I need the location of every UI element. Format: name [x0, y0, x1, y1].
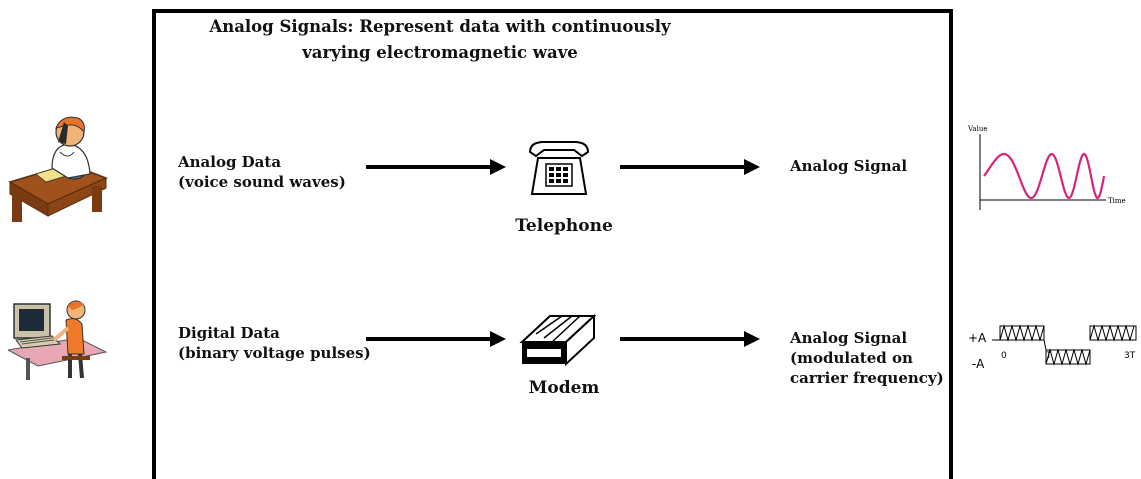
- title-line-2: varying electromagnetic wave: [302, 43, 578, 62]
- neg-amplitude-label: -A: [972, 357, 985, 371]
- person-on-phone-icon: [8, 116, 108, 222]
- digital-data-line2: (binary voltage pulses): [178, 344, 371, 362]
- person-at-computer-icon: [8, 300, 108, 380]
- analog-data-line2: (voice sound waves): [178, 173, 346, 191]
- modulated-wave-plot: +A -A 0 T 3T: [968, 324, 1137, 371]
- modulated-signal-line1: Analog Signal: [790, 329, 908, 347]
- analog-wave-line: [983, 152, 1106, 200]
- wave-y-label: Value: [967, 125, 987, 133]
- analog-signal-label-1: Analog Signal: [790, 156, 907, 176]
- modulated-signal-line2: (modulated on: [790, 349, 913, 367]
- diagram-title: Analog Signals: Represent data with cont…: [160, 14, 720, 66]
- title-line-1: Analog Signals: Represent data with cont…: [209, 17, 671, 36]
- pos-amplitude-label: +A: [968, 331, 987, 345]
- modem-icon: [519, 313, 597, 367]
- arrow-telephone-to-signal: [620, 159, 760, 175]
- telephone-label: Telephone: [515, 216, 613, 236]
- telephone-icon: [528, 141, 590, 195]
- time-0-label: 0: [1001, 351, 1007, 361]
- time-3t-label: 3T: [1124, 351, 1136, 361]
- analog-data-label: Analog Data (voice sound waves): [178, 152, 346, 192]
- modem-label: Modem: [528, 378, 600, 398]
- wave-x-label: Time: [1108, 197, 1126, 205]
- digital-data-line1: Digital Data: [178, 324, 280, 342]
- digital-data-label: Digital Data (binary voltage pulses): [178, 323, 371, 363]
- analog-data-line1: Analog Data: [178, 153, 282, 171]
- arrow-data-to-telephone: [366, 159, 506, 175]
- modulated-signal-line3: carrier frequency): [790, 369, 944, 387]
- modulated-carrier-wave: [999, 324, 1137, 366]
- arrow-data-to-modem: [366, 331, 506, 347]
- diagram-frame: [152, 9, 953, 479]
- analog-wave-plot: Value Time: [967, 125, 1126, 210]
- analog-signal-line1: Analog Signal: [790, 157, 908, 175]
- arrow-modem-to-signal: [620, 331, 760, 347]
- analog-signal-label-2: Analog Signal (modulated on carrier freq…: [790, 328, 944, 388]
